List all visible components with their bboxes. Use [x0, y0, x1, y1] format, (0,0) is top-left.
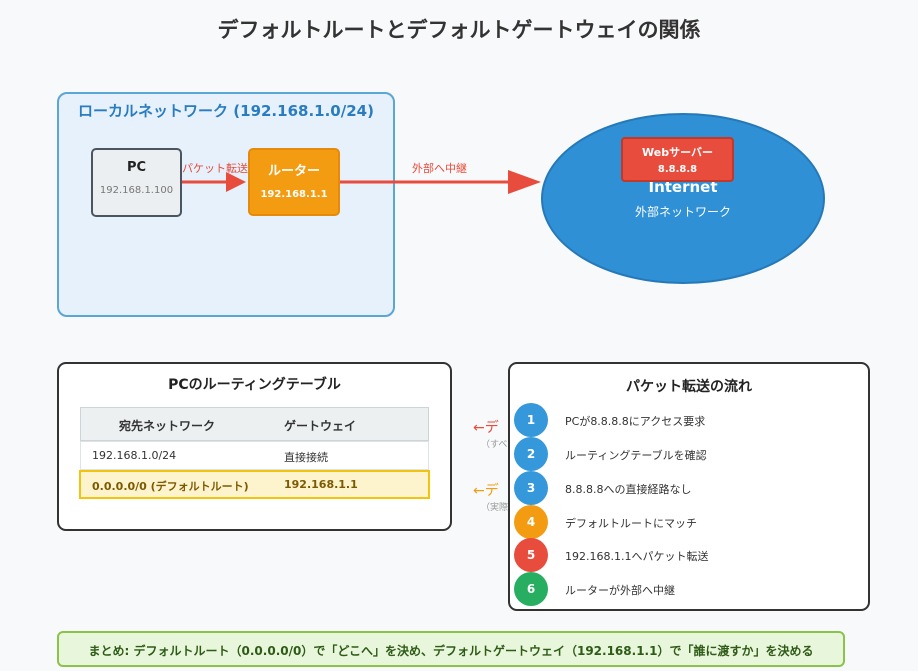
- pc-to-router-label: パケット転送: [182, 162, 248, 175]
- step-5-text: 192.168.1.1へパケット転送: [565, 550, 709, 563]
- webserver-ip: 8.8.8.8: [657, 164, 698, 175]
- row-destination: 192.168.1.0/24: [92, 449, 177, 462]
- step-6-badge: 6: [514, 572, 548, 606]
- annotation-default-gateway: ←デ: [473, 483, 499, 499]
- step-6-text: ルーターが外部へ中継: [565, 584, 675, 597]
- router-to-internet-arrowhead: [508, 170, 541, 194]
- row-gateway: 192.168.1.1: [284, 478, 358, 491]
- routing-table-title: PCのルーティングテーブル: [168, 377, 341, 393]
- annotation-default-gateway-sub: （実際: [481, 503, 509, 513]
- step-3-badge: 3: [514, 471, 548, 505]
- step-1-text: PCが8.8.8.8にアクセス要求: [565, 415, 706, 428]
- header-destination: 宛先ネットワーク: [119, 419, 216, 433]
- pc-node: PC 192.168.1.100: [91, 148, 182, 217]
- webserver-node: Webサーバー 8.8.8.8: [621, 137, 734, 182]
- lan-label: ローカルネットワーク (192.168.1.0/24): [78, 102, 374, 120]
- table-row-default-route: 0.0.0.0/0 (デフォルトルート) 192.168.1.1: [79, 470, 430, 499]
- step-2-text: ルーティングテーブルを確認: [565, 449, 707, 462]
- pc-to-router-arrowhead: [226, 172, 246, 192]
- internet-sub: 外部ネットワーク: [634, 205, 731, 219]
- step-2-badge: 2: [514, 437, 548, 471]
- table-header: 宛先ネットワーク ゲートウェイ: [80, 407, 429, 441]
- summary-box: [57, 631, 845, 667]
- header-gateway: ゲートウェイ: [284, 419, 357, 433]
- annotation-default-route-sub: （すべ: [481, 440, 508, 450]
- router-to-internet-label: 外部へ中継: [412, 162, 467, 175]
- router-ip: 192.168.1.1: [260, 189, 328, 200]
- step-3-text: 8.8.8.8への直接経路なし: [565, 483, 692, 496]
- table-row: 192.168.1.0/24 直接接続: [80, 441, 429, 470]
- step-1-badge: 1: [514, 403, 548, 437]
- step-4-text: デフォルトルートにマッチ: [565, 517, 697, 530]
- router-name: ルーター: [267, 164, 320, 179]
- flow-title: パケット転送の流れ: [626, 379, 752, 395]
- pc-ip: 192.168.1.100: [99, 185, 174, 196]
- annotation-default-route: ←デ: [473, 420, 499, 436]
- row-destination: 0.0.0.0/0 (デフォルトルート): [92, 480, 249, 493]
- row-gateway: 直接接続: [284, 451, 328, 464]
- step-5-badge: 5: [514, 538, 548, 572]
- connection-arrows: [182, 170, 541, 194]
- page-title: デフォルトルートとデフォルトゲートウェイの関係: [217, 18, 701, 42]
- summary-text: まとめ: デフォルトルート（0.0.0.0/0）で「どこへ」を決め、デフォルトゲ…: [88, 644, 814, 658]
- internet-name: Internet: [648, 178, 718, 196]
- flow-panel: [508, 362, 870, 611]
- router-node: ルーター 192.168.1.1: [248, 148, 340, 216]
- webserver-name: Webサーバー: [642, 146, 713, 159]
- pc-name: PC: [126, 160, 147, 175]
- step-4-badge: 4: [514, 505, 548, 539]
